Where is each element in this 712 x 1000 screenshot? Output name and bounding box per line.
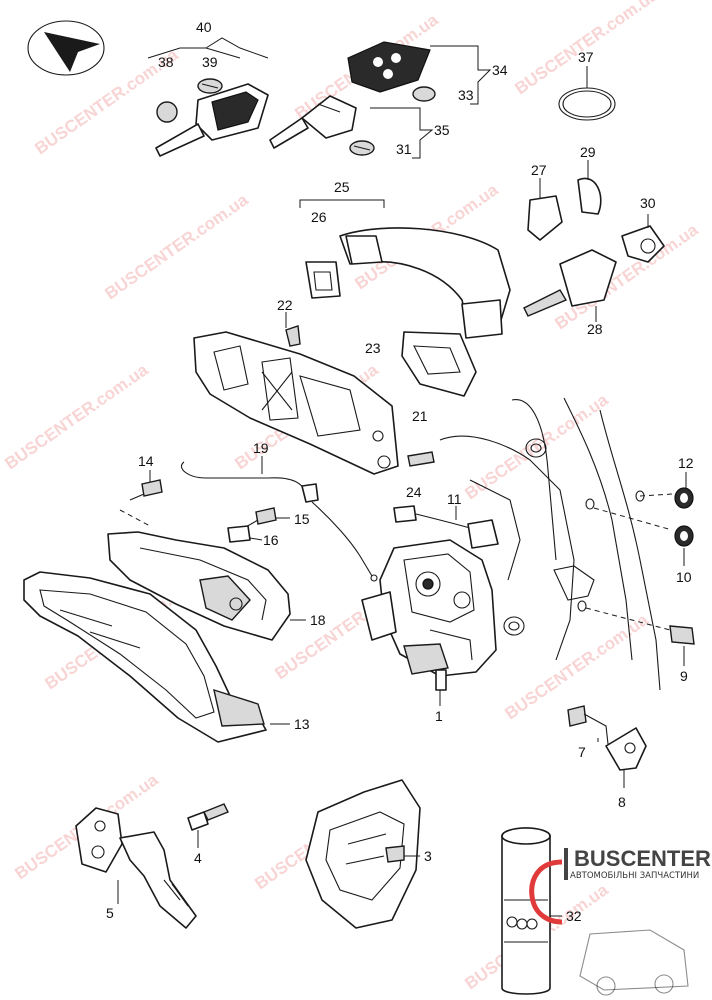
part-key-40 xyxy=(147,37,269,157)
part-key-blade-35 xyxy=(269,95,434,159)
callout-5: 5 xyxy=(106,905,114,921)
callout-15: 15 xyxy=(294,511,310,527)
callout-9: 9 xyxy=(680,668,688,684)
buscenter-logo-icon: BUSCENTER АВТОМОБІЛЬНІ ЗАПЧАСТИНИ xyxy=(529,846,711,996)
part-aerosol-can-32 xyxy=(501,827,562,995)
callout-40: 40 xyxy=(196,19,212,35)
part-door-panel xyxy=(439,397,673,691)
callout-22: 22 xyxy=(277,297,293,313)
callout-35: 35 xyxy=(434,122,450,138)
part-bracket-3 xyxy=(305,779,421,929)
callout-16: 16 xyxy=(263,532,279,548)
callout-13: 13 xyxy=(294,716,310,732)
part-bolt-7 xyxy=(567,705,609,745)
callout-26: 26 xyxy=(311,209,327,225)
part-connector-11 xyxy=(393,505,499,549)
callout-11: 11 xyxy=(447,491,462,507)
callout-39: 39 xyxy=(202,54,218,70)
callout-7: 7 xyxy=(578,744,586,760)
part-pin-4 xyxy=(187,803,229,848)
callout-25: 25 xyxy=(334,179,350,195)
part-striker-plate-8 xyxy=(605,727,647,788)
part-grommet-12 xyxy=(674,472,694,509)
part-bolt-14 xyxy=(129,470,163,501)
callout-33: 33 xyxy=(458,87,474,103)
part-handle-carrier-21 xyxy=(193,312,435,475)
callout-12: 12 xyxy=(678,455,694,471)
watermark-text: BUSCENTER.com.ua xyxy=(461,390,612,503)
part-key-fob-34 xyxy=(347,41,492,105)
callout-18: 18 xyxy=(310,612,326,628)
callout-8: 8 xyxy=(618,794,626,810)
watermark-text: BUSCENTER.com.ua xyxy=(1,360,152,473)
part-lock-mechanism-1 xyxy=(361,539,497,706)
callout-14: 14 xyxy=(138,453,154,469)
part-sealing-ring-37 xyxy=(558,66,616,121)
callout-19: 19 xyxy=(253,440,269,456)
callout-37: 37 xyxy=(578,49,594,65)
callout-29: 29 xyxy=(580,144,596,160)
callout-34: 34 xyxy=(492,62,508,78)
part-bracket-5 xyxy=(75,807,197,929)
part-bolt-15 xyxy=(243,507,290,529)
navigation-arrow-icon xyxy=(27,20,105,76)
watermark-text: BUSCENTER.com.ua xyxy=(101,190,252,303)
part-clip-16 xyxy=(227,525,263,543)
part-bolt-9 xyxy=(669,625,695,666)
callout-layer: 40 38 39 34 33 35 31 37 29 27 30 28 25 2… xyxy=(106,19,694,924)
callout-23: 23 xyxy=(365,340,381,356)
callout-28: 28 xyxy=(587,321,603,337)
part-grommet-10 xyxy=(674,525,694,566)
part-inner-handle-trim-13 xyxy=(23,571,290,743)
callout-24: 24 xyxy=(406,484,422,500)
callout-38: 38 xyxy=(158,54,174,70)
callout-31: 31 xyxy=(396,141,412,157)
callout-32: 32 xyxy=(566,908,582,924)
callout-21: 21 xyxy=(412,408,428,424)
callout-3: 3 xyxy=(424,848,432,864)
part-outer-handle-25 xyxy=(299,199,511,397)
callout-30: 30 xyxy=(640,195,656,211)
callout-10: 10 xyxy=(676,569,692,585)
callout-4: 4 xyxy=(194,850,202,866)
part-cable-19 xyxy=(180,456,378,582)
logo-tagline: АВТОМОБІЛЬНІ ЗАПЧАСТИНИ xyxy=(570,871,699,881)
callout-1: 1 xyxy=(435,708,443,724)
callout-27: 27 xyxy=(531,162,547,178)
logo-name: BUSCENTER xyxy=(574,846,711,871)
part-inner-handle-housing-18 xyxy=(107,509,306,641)
part-lock-cylinder-28 xyxy=(523,160,665,322)
